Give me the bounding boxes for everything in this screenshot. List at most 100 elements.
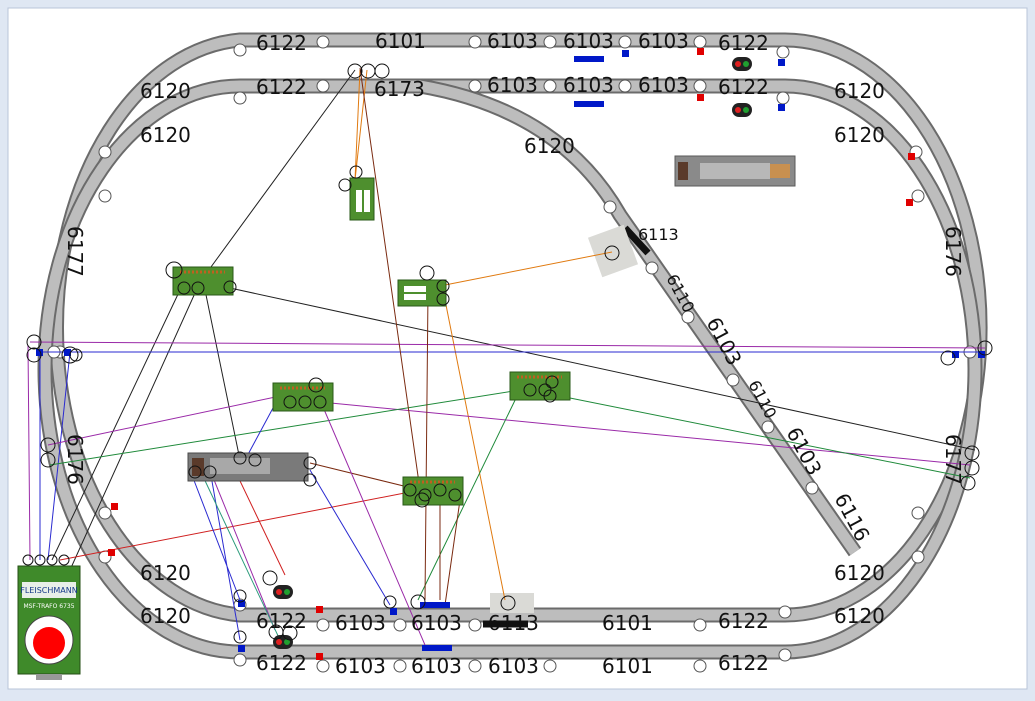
track-label: 6122 bbox=[256, 651, 307, 675]
signal-icon[interactable] bbox=[732, 57, 752, 71]
track-label: 6122 bbox=[718, 651, 769, 675]
track-joint bbox=[468, 618, 482, 632]
track-joint bbox=[761, 420, 775, 434]
track-label: 6122 bbox=[256, 31, 307, 55]
track-label: 6120 bbox=[834, 561, 885, 585]
transformer-model: MSF-TRAFO 6735 bbox=[23, 603, 74, 610]
track-joint bbox=[693, 35, 707, 49]
track-label: 6176 bbox=[63, 434, 87, 485]
track-joint bbox=[603, 200, 617, 214]
speed-knob-cap[interactable] bbox=[33, 627, 65, 659]
decoder-module-icon[interactable] bbox=[165, 261, 237, 296]
track-joint bbox=[316, 659, 330, 673]
track-label: 6120 bbox=[140, 79, 191, 103]
track-label: 6176 bbox=[941, 226, 965, 277]
track-joint bbox=[98, 506, 112, 520]
track-joints bbox=[47, 35, 977, 673]
transformer-brand: FLEISCHMANN bbox=[20, 586, 78, 595]
contact-markers bbox=[36, 48, 985, 660]
reed-contact-icon bbox=[422, 645, 452, 651]
track-label: 6103 bbox=[487, 29, 538, 53]
track-joint bbox=[805, 481, 819, 495]
track-label: 6120 bbox=[834, 123, 885, 147]
track-joint bbox=[693, 618, 707, 632]
wiring-layer bbox=[27, 67, 986, 646]
switch-module-icon[interactable] bbox=[397, 265, 450, 307]
track-joint bbox=[543, 659, 557, 673]
track-joint bbox=[911, 550, 925, 564]
track-joint bbox=[543, 35, 557, 49]
track-label: 6120 bbox=[834, 79, 885, 103]
signal-icon[interactable] bbox=[732, 103, 752, 117]
track-label: 6120 bbox=[524, 134, 575, 158]
track-label: 6173 bbox=[374, 77, 425, 101]
track-joint bbox=[911, 189, 925, 203]
decoder-module-icon[interactable] bbox=[509, 371, 571, 403]
track-label: 6103 bbox=[563, 73, 614, 97]
track-joint bbox=[393, 618, 407, 632]
track-joint bbox=[776, 45, 790, 59]
transformer-icon[interactable]: FLEISCHMANN MSF-TRAFO 6735 bbox=[17, 554, 81, 680]
track-joint bbox=[316, 35, 330, 49]
track-joint bbox=[543, 79, 557, 93]
track-label: 6122 bbox=[256, 609, 307, 633]
track-label: 6120 bbox=[140, 561, 191, 585]
track-label: 6122 bbox=[718, 31, 769, 55]
decoder-module-icon[interactable] bbox=[272, 377, 334, 412]
track-joint bbox=[693, 79, 707, 93]
track-joint bbox=[98, 145, 112, 159]
signals[interactable] bbox=[273, 57, 752, 649]
track-joint bbox=[778, 605, 792, 619]
track-label: 6103 bbox=[487, 73, 538, 97]
track-label: 6177 bbox=[941, 434, 965, 485]
track-label: 6103 bbox=[563, 29, 614, 53]
track-label: 6120 bbox=[834, 604, 885, 628]
track-label: 6177 bbox=[63, 226, 87, 277]
track-label: 6103 bbox=[411, 654, 462, 678]
track-label: 6120 bbox=[140, 123, 191, 147]
track-joint bbox=[778, 648, 792, 662]
reed-contact-icon bbox=[574, 101, 604, 107]
connector-rings[interactable] bbox=[26, 63, 993, 644]
track-label: 6103 bbox=[335, 611, 386, 635]
track-joint bbox=[468, 35, 482, 49]
track-label: 6103 bbox=[411, 611, 462, 635]
track-label: 6103 bbox=[335, 654, 386, 678]
track-label: 6103 bbox=[488, 654, 539, 678]
track-label: 6122 bbox=[256, 75, 307, 99]
track-joint bbox=[393, 659, 407, 673]
track-label: 6122 bbox=[718, 75, 769, 99]
modules[interactable] bbox=[165, 155, 796, 508]
track-label: 6122 bbox=[718, 609, 769, 633]
track-joint bbox=[776, 91, 790, 105]
decoder-module-icon[interactable] bbox=[402, 476, 464, 508]
track-joint bbox=[233, 43, 247, 57]
switch-module-icon[interactable] bbox=[338, 165, 375, 221]
track-joint bbox=[316, 79, 330, 93]
track-label: 6101 bbox=[602, 654, 653, 678]
track-label: 6103 bbox=[638, 73, 689, 97]
track-joint bbox=[316, 618, 330, 632]
relay-block-icon[interactable] bbox=[187, 451, 317, 487]
track-joint bbox=[618, 35, 632, 49]
track-joint bbox=[233, 91, 247, 105]
signal-icon[interactable] bbox=[273, 635, 293, 649]
reed-contact-icon bbox=[420, 602, 450, 608]
track-joint bbox=[233, 653, 247, 667]
connector-icon bbox=[347, 63, 363, 79]
track-label: 6101 bbox=[375, 29, 426, 53]
relay-block-icon[interactable] bbox=[674, 155, 796, 187]
track-joint bbox=[693, 659, 707, 673]
signal-icon[interactable] bbox=[273, 585, 293, 599]
track-joint bbox=[726, 373, 740, 387]
track-joint bbox=[618, 79, 632, 93]
track-label: 6113 bbox=[488, 611, 539, 635]
track-label: 6113 bbox=[638, 225, 679, 244]
track-joint bbox=[98, 189, 112, 203]
track-label: 6101 bbox=[602, 611, 653, 635]
track-label: 6103 bbox=[638, 29, 689, 53]
track-joint bbox=[645, 261, 659, 275]
track-layer bbox=[37, 32, 988, 660]
